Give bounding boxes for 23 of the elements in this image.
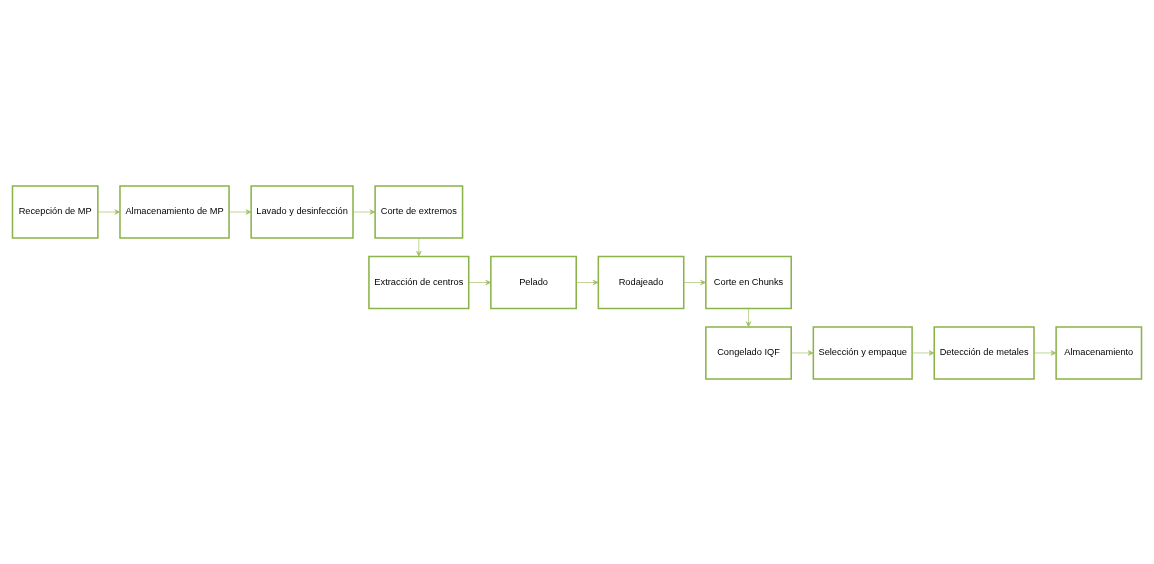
arrow xyxy=(791,349,814,356)
node-box: Selección y empaque xyxy=(812,325,913,380)
node-box: Corte en Chunks xyxy=(705,255,792,309)
node-box: Recepción de MP xyxy=(11,184,99,239)
arrow xyxy=(576,279,599,285)
node-box: Congelado IQF xyxy=(705,325,792,380)
node-box: Pelado xyxy=(490,255,577,309)
node-box: Corte de extremos xyxy=(374,184,464,239)
node-box: Detección de metales xyxy=(933,325,1035,380)
node-box: Lavado y desinfección xyxy=(250,184,354,239)
arrow xyxy=(1033,349,1057,356)
arrow xyxy=(683,279,706,285)
arrow xyxy=(228,208,252,215)
arrow xyxy=(352,208,376,215)
node-box: Almacenamiento de MP xyxy=(119,184,230,239)
arrow xyxy=(416,237,422,257)
node-box: Extracción de centros xyxy=(368,255,470,309)
node-box: Rodajeado xyxy=(597,255,685,309)
arrow xyxy=(468,279,492,285)
arrow xyxy=(97,208,121,215)
node-box: Almacenamiento xyxy=(1055,325,1143,380)
arrow xyxy=(911,349,935,356)
arrow xyxy=(745,307,752,327)
